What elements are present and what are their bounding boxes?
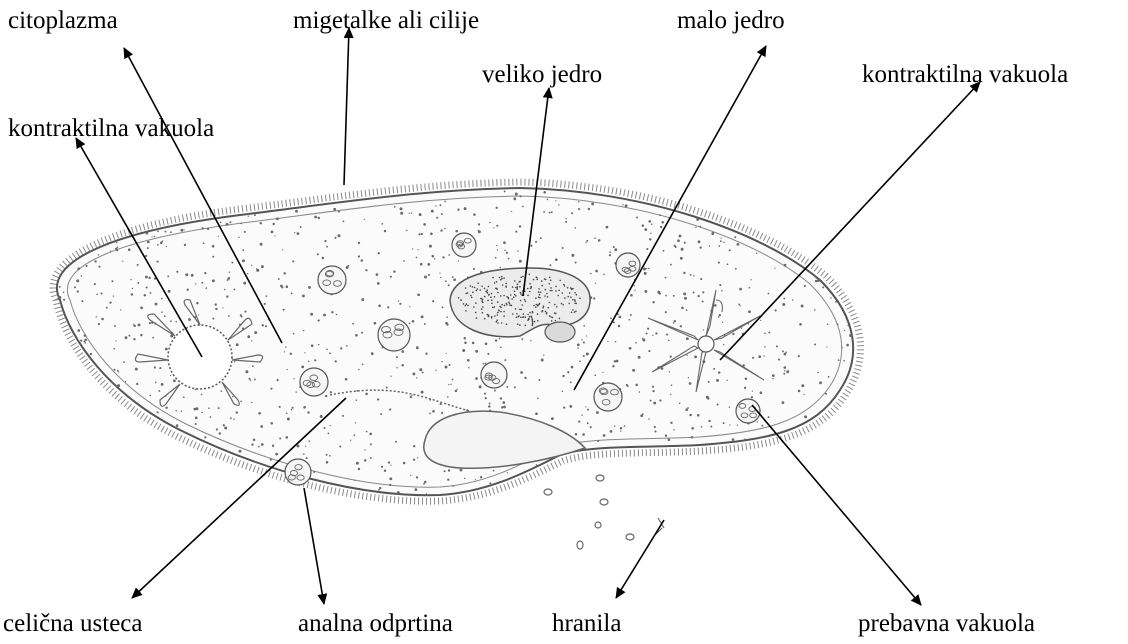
label-migetalke: migetalke ali cilije <box>293 6 479 36</box>
arrow-prebavna-vakuola <box>752 405 921 605</box>
label-citoplazma: citoplazma <box>8 6 118 36</box>
label-kontraktilna-vakuola-right: kontraktilna vakuola <box>862 60 1068 90</box>
arrow-kontraktilna-right <box>720 82 980 360</box>
food-particles <box>544 475 664 549</box>
label-analna-odprtina: analna odprtina <box>298 609 453 639</box>
label-kontraktilna-vakuola-left: kontraktilna vakuola <box>8 114 214 144</box>
arrow-hranila <box>616 520 664 598</box>
micronucleus <box>545 322 575 342</box>
label-malo-jedro: malo jedro <box>677 6 785 36</box>
label-hranila: hranila <box>552 609 621 639</box>
label-celicna-usteca: celična usteca <box>3 609 143 639</box>
arrow-analna-odprtina <box>304 488 324 604</box>
arrow-migetalke <box>344 28 349 185</box>
label-prebavna-vakuola: prebavna vakuola <box>858 609 1035 639</box>
label-veliko-jedro: veliko jedro <box>482 60 602 90</box>
